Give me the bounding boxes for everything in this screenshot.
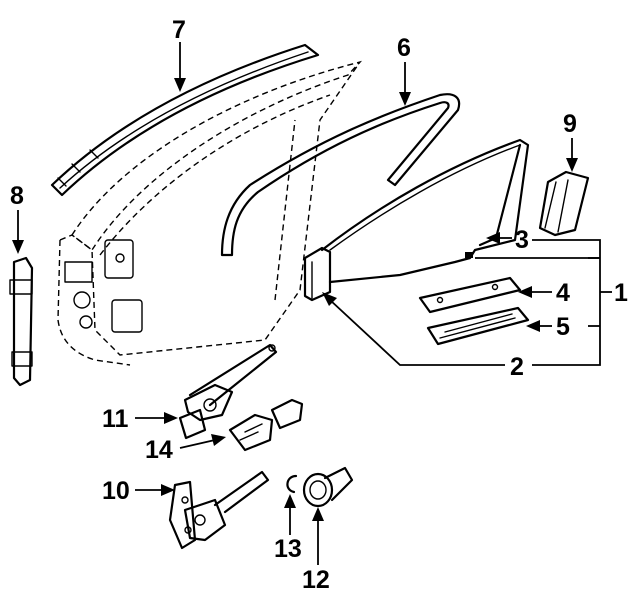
part-1-door-glass [320, 138, 530, 284]
part-9-rear-channel [538, 170, 590, 237]
callout-14: 14 [145, 436, 173, 464]
part-12-crank [302, 466, 354, 508]
part-2-channel [303, 246, 332, 302]
part-8-front-channel [9, 256, 34, 387]
part-14-motor [228, 398, 304, 452]
door-shell [57, 60, 363, 366]
part-7-run-channel [50, 43, 320, 197]
callout-2: 2 [510, 353, 524, 381]
callout-6: 6 [397, 34, 411, 62]
leader-lines [12, 42, 612, 565]
part-10-manual-regulator [168, 470, 270, 550]
part-3-clip [465, 252, 473, 258]
callout-1: 1 [614, 279, 628, 307]
callout-10: 10 [102, 477, 130, 505]
callout-11: 11 [102, 405, 129, 433]
callout-13: 13 [274, 535, 302, 563]
callout-9: 9 [563, 110, 577, 138]
callout-8: 8 [10, 182, 24, 210]
part-5-sash-channel-rubber [426, 306, 530, 346]
callout-3: 3 [515, 226, 529, 254]
callout-7: 7 [172, 16, 186, 44]
callout-labels: 7 6 9 8 3 4 1 5 2 11 14 10 13 12 [10, 16, 628, 594]
callout-5: 5 [556, 313, 570, 341]
part-4-sash-channel [418, 276, 522, 314]
callout-4: 4 [556, 279, 570, 307]
part-13-clip [286, 474, 298, 494]
callout-12: 12 [302, 566, 330, 594]
part-6-weatherstrip [220, 93, 461, 257]
part-11-regulator [178, 343, 278, 440]
